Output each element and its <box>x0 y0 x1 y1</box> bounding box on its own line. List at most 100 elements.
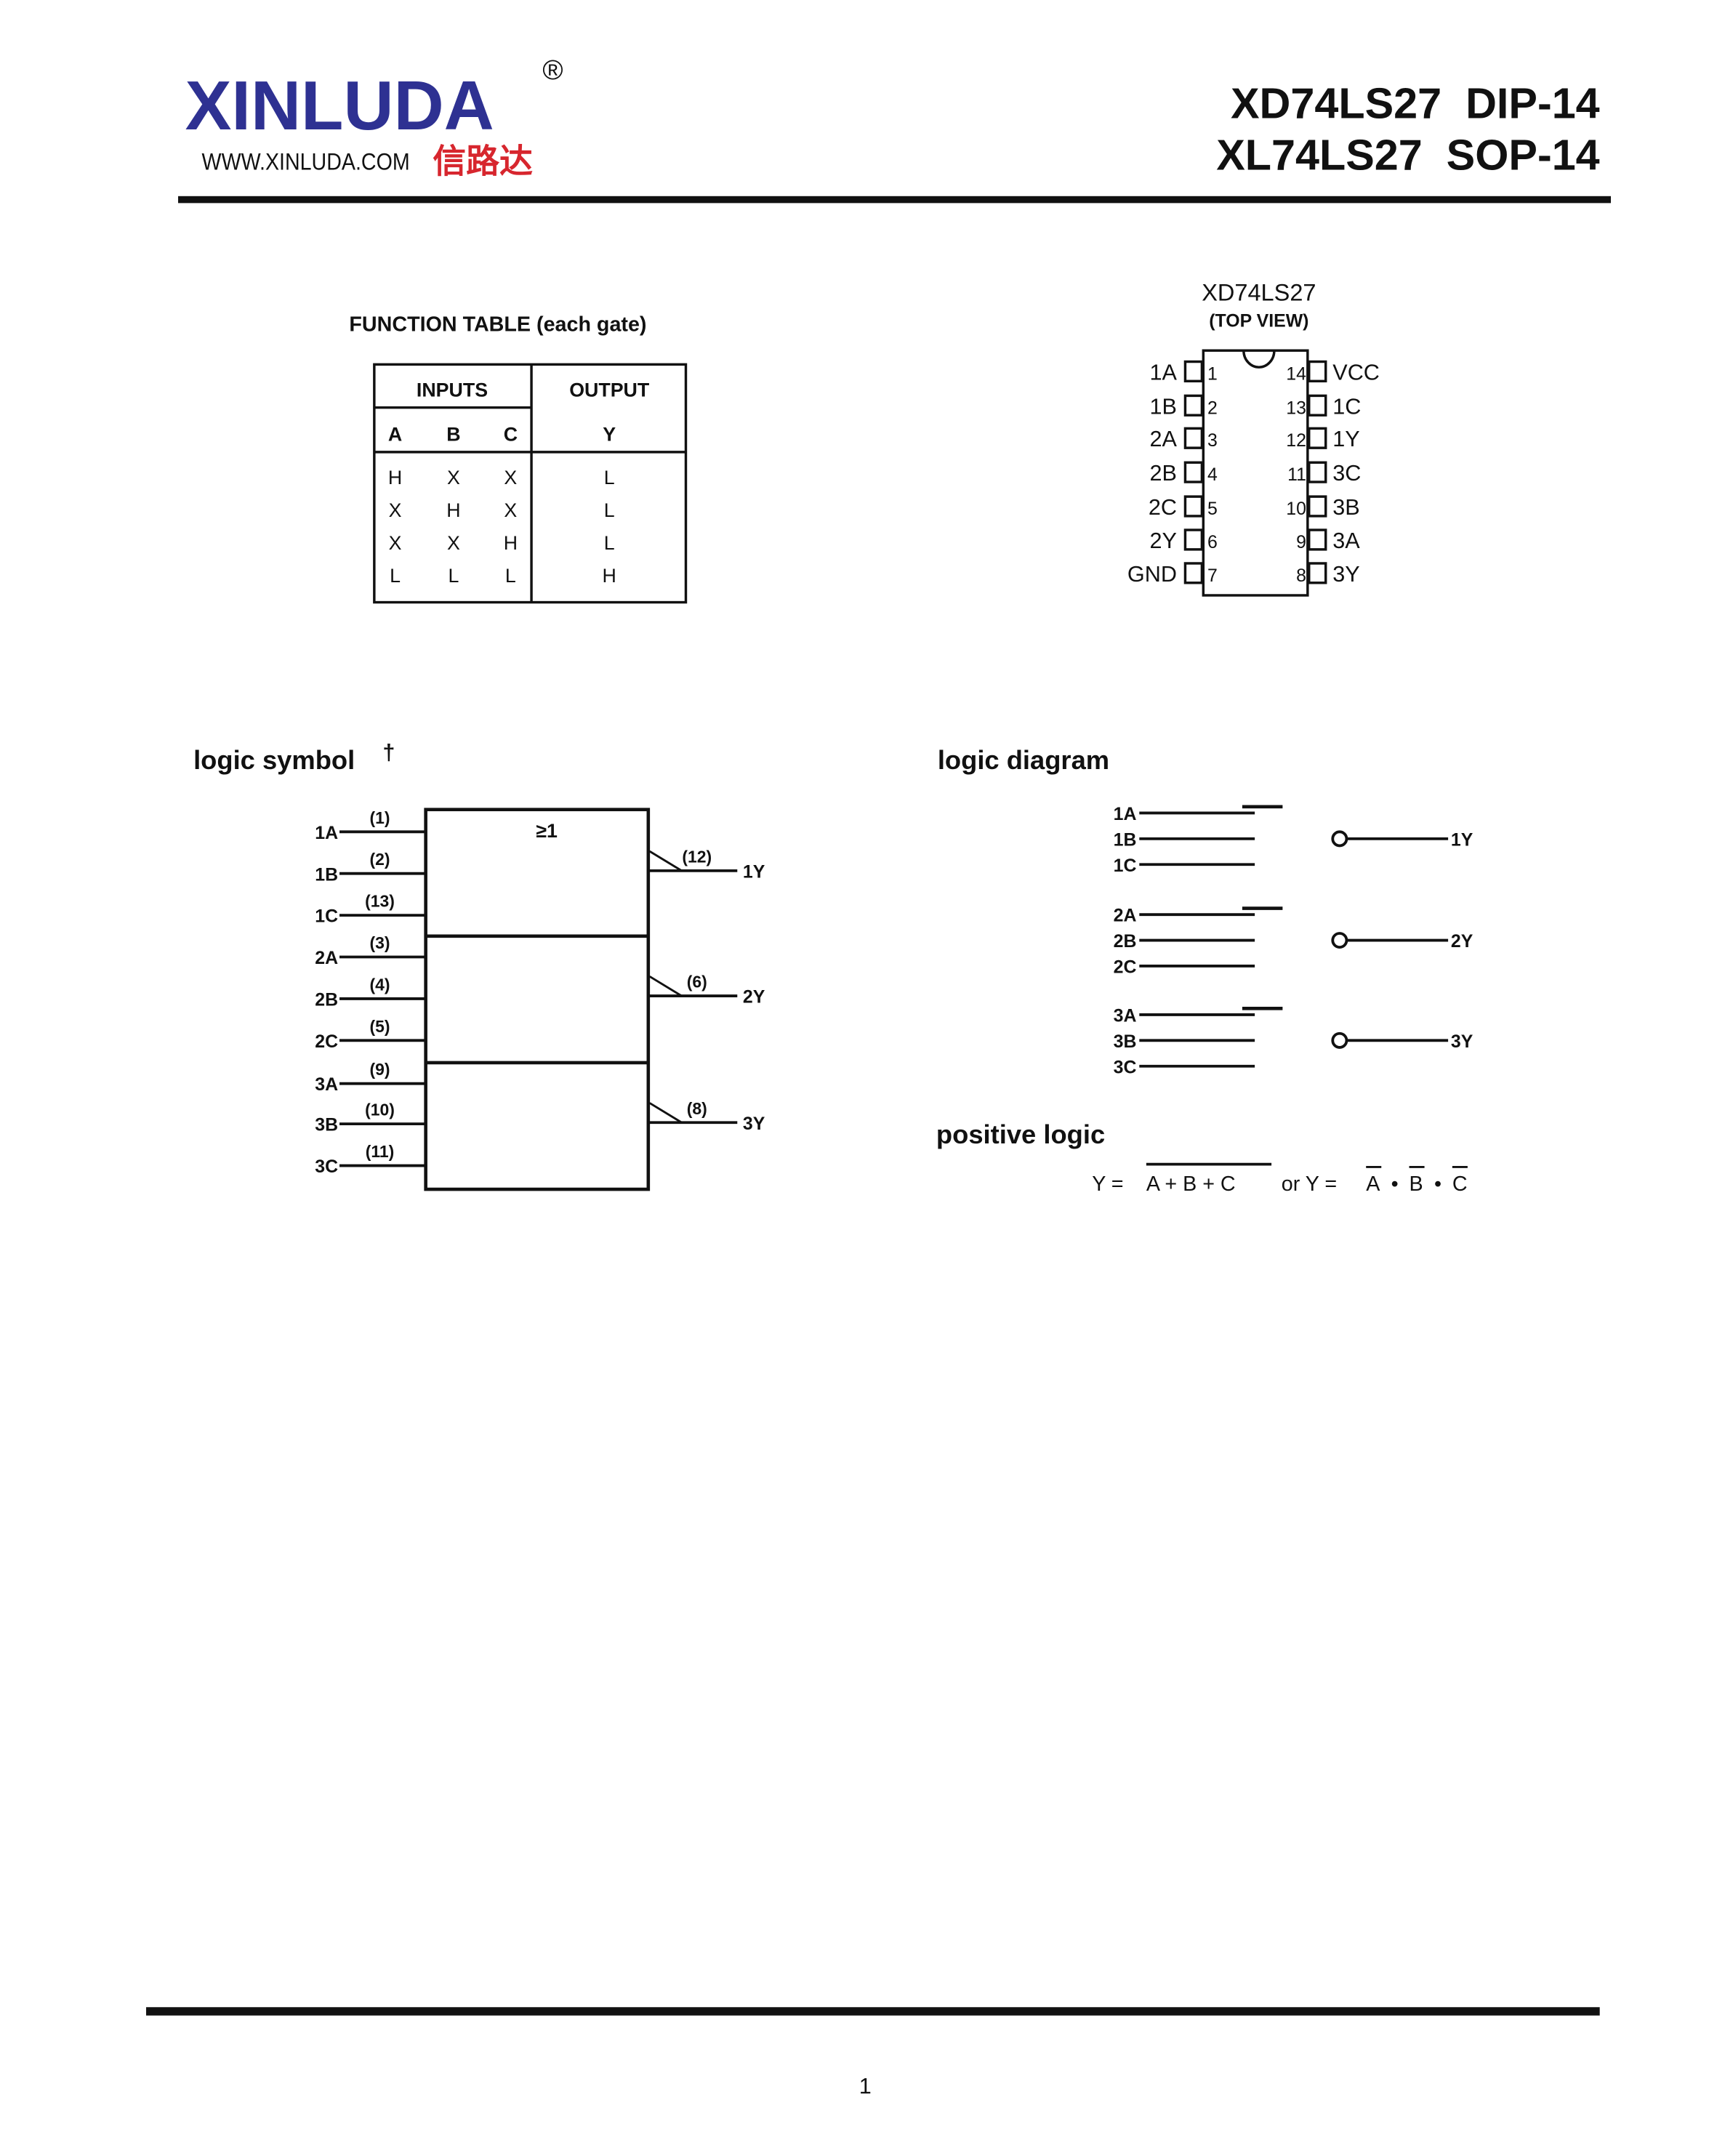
output-label: 1Y <box>743 861 765 882</box>
gate-input-label: 2A <box>1114 906 1137 926</box>
pin-number: 11 <box>1287 464 1306 485</box>
symbol-input: 2B (4) <box>315 975 426 1010</box>
table-cell: H <box>446 499 460 521</box>
output-pin-number: (12) <box>682 847 712 866</box>
input-label: 1C <box>315 906 338 927</box>
logo: XINLUDA ® WWW.XINLUDA.COM 信路达 <box>185 55 563 180</box>
pin-pad <box>1183 360 1204 383</box>
pin-label: 1B <box>1150 394 1177 419</box>
pin-label: 3C <box>1332 461 1361 486</box>
input-pin-number: (9) <box>369 1060 390 1079</box>
table-cell: X <box>389 532 402 554</box>
positive-logic-formula: Y = A + B + C or Y = A • B • C <box>1092 1162 1468 1196</box>
output-header: OUTPUT <box>569 379 650 401</box>
registered-mark: ® <box>542 55 563 86</box>
footer-rule <box>146 2007 1600 2016</box>
table-cell: L <box>604 532 615 554</box>
input-label: 2A <box>315 948 338 968</box>
gate-input-label: 2B <box>1114 931 1137 952</box>
symbol-input: 2C(5) <box>315 1017 426 1052</box>
gate-output-label: 2Y <box>1451 931 1473 952</box>
input-label: 3B <box>315 1115 338 1135</box>
negation-indicator <box>648 850 683 872</box>
column-header: Y <box>603 424 616 446</box>
pin-label: 1C <box>1332 394 1361 419</box>
symbol-output: (8)3Y <box>648 1099 765 1134</box>
pin-number: 10 <box>1286 499 1306 519</box>
symbol-input: 2A(3) <box>315 933 426 968</box>
pin-label: 1A <box>1150 360 1178 385</box>
output-pin-number: (6) <box>687 973 707 991</box>
title-sop: XL74LS27 SOP-14 <box>1216 130 1599 179</box>
pin-number: 4 <box>1207 464 1218 485</box>
pin-number: 3 <box>1207 430 1218 451</box>
symbol-input: 3C(11) <box>315 1142 426 1177</box>
pin-number: 6 <box>1207 532 1218 552</box>
dagger-note: † <box>382 740 395 765</box>
brand-name: XINLUDA <box>185 67 494 145</box>
input-pin-number: (4) <box>369 975 390 994</box>
input-pin-number: (10) <box>365 1101 395 1119</box>
pin-right: 11 3C <box>1287 461 1361 486</box>
pin-pad <box>1308 360 1327 383</box>
input-pin-number: (1) <box>369 808 390 827</box>
pin-label: VCC <box>1332 360 1380 385</box>
logic-diagram-title: logic diagram <box>938 745 1109 775</box>
pin-right: 14 VCC <box>1286 360 1380 385</box>
pin-pad <box>1183 427 1204 449</box>
table-cell: H <box>504 532 518 554</box>
title-dip: XD74LS27 DIP-14 <box>1231 79 1600 128</box>
negation-indicator <box>648 1102 683 1124</box>
table-cell: L <box>390 565 401 587</box>
header-rule <box>178 196 1611 204</box>
symbol-input: 3B (10) <box>315 1101 426 1135</box>
pin-label: 2C <box>1149 495 1177 520</box>
gate-input-label: 3A <box>1114 1006 1137 1026</box>
input-label: 3C <box>315 1157 338 1177</box>
input-label: 1A <box>315 823 338 843</box>
inversion-bubble <box>1331 830 1348 848</box>
formula-a-bar: A <box>1366 1172 1380 1196</box>
logic-symbol-title: logic symbol <box>193 745 355 775</box>
table-cell: L <box>448 565 459 587</box>
symbol-output: (6)2Y <box>648 973 765 1007</box>
table-cell: H <box>603 565 616 587</box>
output-pin-number: (8) <box>687 1099 707 1118</box>
table-cell: L <box>604 467 615 488</box>
pin-number: 13 <box>1286 398 1306 418</box>
pin-pad <box>1308 562 1327 584</box>
input-label: 2B <box>315 989 338 1010</box>
pin-pad <box>1308 495 1327 518</box>
inversion-bubble <box>1331 1031 1348 1049</box>
table-cell: X <box>389 499 402 521</box>
table-cell: H <box>388 467 402 488</box>
pin-number: 12 <box>1286 430 1306 451</box>
website: WWW.XINLUDA.COM <box>202 149 410 175</box>
table-cell: X <box>504 467 517 488</box>
pin-number: 7 <box>1207 566 1218 586</box>
gate-input-label: 3B <box>1114 1031 1137 1052</box>
pin-number: 5 <box>1207 499 1218 519</box>
gate-input-label: 1A <box>1114 804 1137 824</box>
pin-pad <box>1183 461 1204 483</box>
function-table <box>373 363 688 604</box>
inputs-header: INPUTS <box>417 379 488 401</box>
symbol-output: (12) 1Y <box>648 847 765 882</box>
pin-number: 14 <box>1286 363 1306 384</box>
pin-label: 1Y <box>1332 427 1359 451</box>
pin-pad <box>1308 461 1327 483</box>
dip-package <box>1202 349 1309 597</box>
pin-right: 12 1Y <box>1286 427 1359 451</box>
pin-label: 3B <box>1332 495 1359 520</box>
